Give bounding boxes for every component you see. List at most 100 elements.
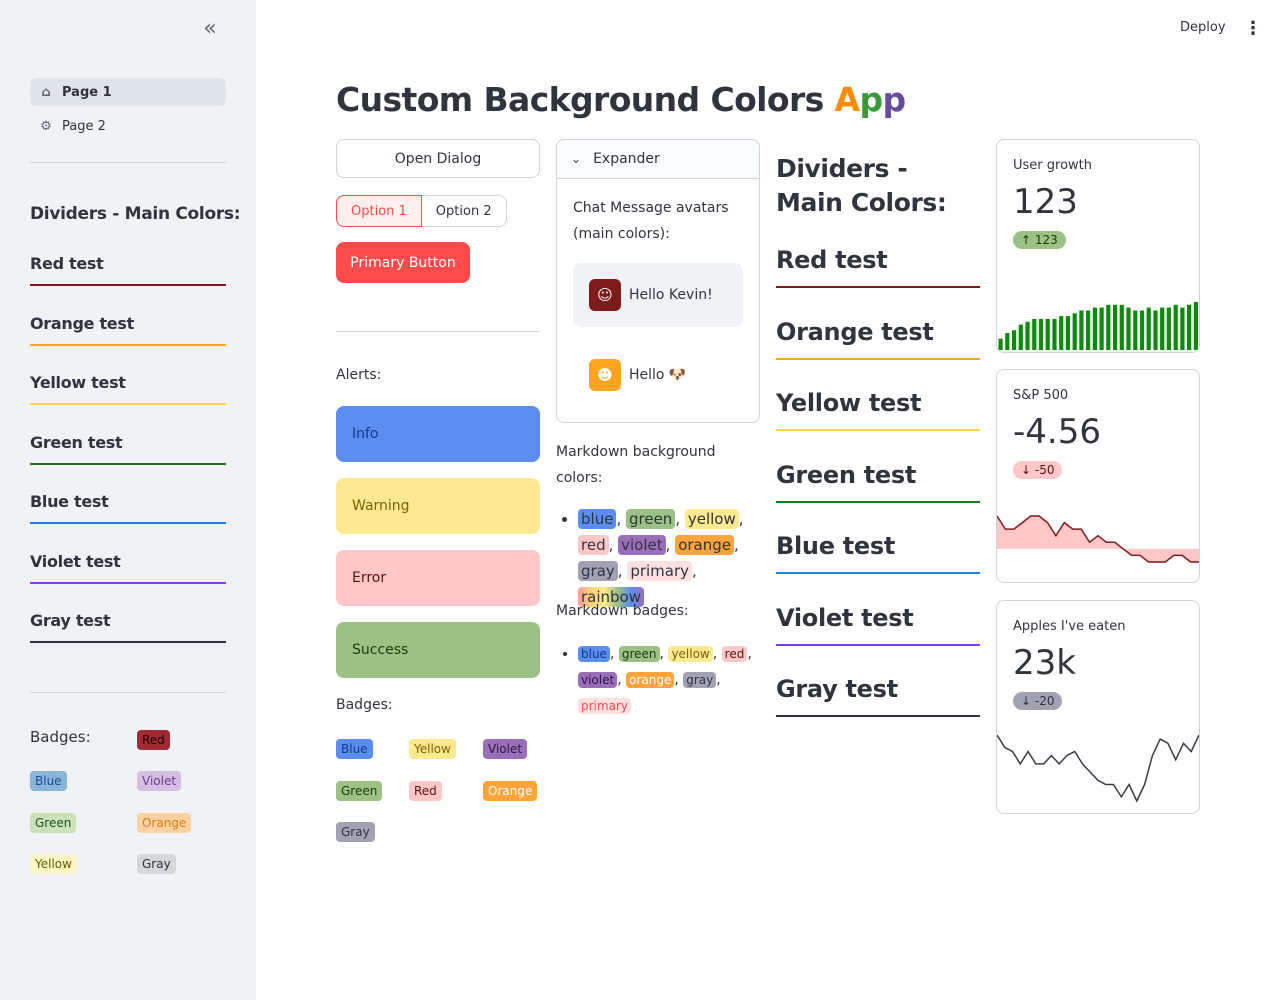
vertical-ellipsis-icon[interactable]: ⋮ xyxy=(1244,18,1262,39)
sparkline-chart xyxy=(998,302,1198,350)
alert-error: Error xyxy=(336,550,540,606)
divider-item: Yellow test xyxy=(776,389,980,433)
md-badge-gray: gray xyxy=(683,672,717,688)
md-highlight-blue: blue xyxy=(578,509,617,529)
divider-item: Green test xyxy=(30,433,226,467)
bar xyxy=(1119,304,1124,350)
bar xyxy=(1038,318,1044,350)
divider-line xyxy=(30,641,226,643)
badge-green: Green xyxy=(30,813,77,833)
divider-line xyxy=(776,500,980,503)
markdown-badges-label: Markdown badges: xyxy=(556,603,689,619)
bar xyxy=(1025,321,1030,350)
bar xyxy=(1180,307,1185,350)
bar xyxy=(1133,310,1138,350)
badge-red: Red xyxy=(137,730,170,750)
divider-item: Red test xyxy=(776,246,980,290)
sidebar: « ⌂Page 1 ⚙Page 2 Dividers - Main Colors… xyxy=(0,0,256,1000)
title-letter: p xyxy=(882,80,907,119)
bar xyxy=(1052,318,1057,350)
sidebar-item-page-2[interactable]: ⚙Page 2 xyxy=(30,112,226,140)
sidebar-heading: Dividers - Main Colors: xyxy=(30,204,241,224)
divider-label: Gray test xyxy=(776,675,898,703)
bar xyxy=(1153,310,1158,350)
segmented-control: Option 1 Option 2 xyxy=(336,195,507,227)
bar xyxy=(1106,304,1111,350)
metric-delta: ↑ 123 xyxy=(1013,231,1066,249)
divider-label: Yellow test xyxy=(776,389,922,417)
divider-label: Orange test xyxy=(776,317,934,346)
bar xyxy=(1173,304,1178,350)
metric-card: S&P 500-4.56↓ -50 xyxy=(996,369,1200,583)
badge-violet: Violet xyxy=(483,739,528,759)
dividers-heading: Dividers - Main Colors: xyxy=(776,154,947,217)
bar xyxy=(1099,307,1104,350)
title-letter: A xyxy=(834,80,861,119)
divider-item: Blue test xyxy=(776,532,980,576)
divider-line xyxy=(776,715,980,717)
divider xyxy=(30,692,226,693)
bar xyxy=(1079,310,1084,350)
badge-red: Red xyxy=(409,781,442,801)
divider-item: Blue test xyxy=(30,492,226,526)
expander-label: Expander xyxy=(593,151,660,167)
collapse-sidebar-icon[interactable]: « xyxy=(203,16,217,41)
divider-label: Yellow test xyxy=(30,373,126,392)
divider-line xyxy=(30,462,226,465)
divider-label: Gray test xyxy=(30,611,111,630)
metric-label: Apples I've eaten xyxy=(1013,619,1126,634)
option-2-button[interactable]: Option 2 xyxy=(421,195,507,227)
metric-label: User growth xyxy=(1013,158,1092,173)
alert-warning: Warning xyxy=(336,478,540,534)
md-badge-red: red xyxy=(721,646,748,662)
chat-text: Hello 🐶 xyxy=(629,367,687,383)
divider-item: Green test xyxy=(776,461,980,505)
primary-button[interactable]: Primary Button xyxy=(336,242,470,283)
badges-label: Badges: xyxy=(336,697,393,713)
divider-line xyxy=(776,643,980,646)
divider xyxy=(336,331,540,332)
bar xyxy=(1160,307,1165,350)
md-badge-orange: orange xyxy=(626,672,675,688)
open-dialog-button[interactable]: Open Dialog xyxy=(336,139,540,178)
divider-label: Violet test xyxy=(30,551,121,571)
divider-line xyxy=(30,284,226,286)
bar xyxy=(1113,304,1118,350)
expander-text: Chat Message avatars (main colors): xyxy=(573,200,729,242)
divider-label: Blue test xyxy=(30,492,109,511)
sidebar-item-page-1[interactable]: ⌂Page 1 xyxy=(30,78,226,106)
badge-orange: Orange xyxy=(483,781,538,801)
metric-value: -4.56 xyxy=(1013,412,1101,452)
user-face-icon: ☺ xyxy=(589,279,621,311)
md-badge-green: green xyxy=(618,646,660,662)
divider-item: Violet test xyxy=(776,604,980,648)
bar xyxy=(1032,318,1037,350)
bar xyxy=(1166,307,1171,350)
markdown-badges-list: blue, green, yellow, red, violet, orange… xyxy=(556,641,760,719)
md-highlight-green: green xyxy=(625,509,676,529)
md-badge-blue: blue xyxy=(578,646,610,662)
badge-gray: Gray xyxy=(336,822,375,842)
md-highlight-violet: violet xyxy=(618,535,666,555)
sparkline-chart xyxy=(997,515,1199,563)
bar xyxy=(1018,324,1023,350)
title-app-word: App xyxy=(834,80,907,119)
bar xyxy=(1139,310,1145,350)
divider xyxy=(30,162,226,163)
divider-item: Gray test xyxy=(30,611,226,645)
bar xyxy=(1045,318,1050,350)
divider-item: Orange test xyxy=(776,318,980,362)
divider-label: Blue test xyxy=(776,532,896,560)
title-text: Custom Background Colors xyxy=(336,80,835,119)
deploy-button[interactable]: Deploy xyxy=(1180,20,1226,35)
divider-item: Orange test xyxy=(30,314,226,348)
md-badge-violet: violet xyxy=(578,672,618,688)
md-badge-primary: primary xyxy=(578,698,631,714)
chat-message: ☺ Hello Kevin! xyxy=(573,263,743,327)
bar xyxy=(998,338,1003,350)
expander-header[interactable]: ⌄Expander xyxy=(557,140,759,179)
option-1-button[interactable]: Option 1 xyxy=(336,195,422,227)
divider-label: Orange test xyxy=(30,313,134,333)
